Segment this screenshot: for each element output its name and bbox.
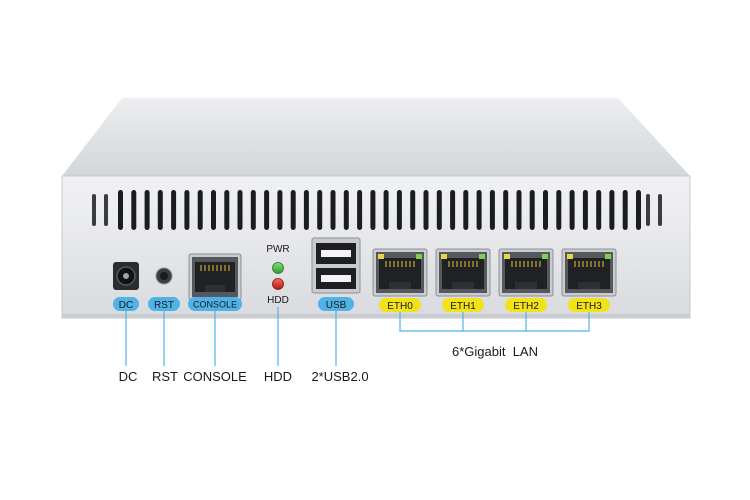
vent-slot (157, 190, 163, 230)
vent-slot (423, 190, 429, 230)
vent-slot-side (92, 194, 96, 226)
eth2-port-icon (498, 248, 554, 297)
pwr-led-icon (272, 262, 284, 274)
eth1-port-icon (435, 248, 491, 297)
vent-slot (556, 190, 562, 230)
vent-slot (250, 190, 256, 230)
callout-hdd: HDD (264, 369, 292, 384)
leader-lines (125, 307, 590, 366)
vent-slot (330, 190, 336, 230)
vent-slot (582, 190, 588, 230)
vent-slot (436, 190, 442, 230)
tag-usb: USB (318, 297, 354, 311)
tag-eth0: ETH0 (379, 298, 421, 312)
vent-slot (370, 190, 376, 230)
dc-jack-icon (113, 262, 139, 290)
vent-slot-side (104, 194, 108, 226)
vent-slot-side (658, 194, 662, 226)
vent-slot (264, 190, 270, 230)
vent-slot (171, 190, 177, 230)
vent-slot (224, 190, 230, 230)
svg-text:ETH2: ETH2 (513, 301, 539, 312)
vent-slot (317, 190, 323, 230)
callout-dc: DC (119, 369, 138, 384)
reset-button-icon[interactable] (155, 267, 173, 285)
vent-slot (197, 190, 203, 230)
vent-slot (277, 190, 283, 230)
vent-slot (118, 190, 123, 230)
vent-slot-side (646, 194, 650, 226)
callout-lan: 6*Gigabit LAN (452, 344, 538, 359)
vent-slot (609, 190, 615, 230)
vent-slot (237, 190, 243, 230)
tag-console: CONSOLE (188, 297, 242, 311)
vent-slot (489, 190, 495, 230)
vent-slot (596, 190, 602, 230)
console-port-icon (188, 253, 242, 301)
hdd-led-icon (272, 278, 284, 290)
eth0-port-icon (372, 248, 428, 297)
front-panel (61, 175, 691, 319)
svg-text:DC: DC (119, 300, 133, 311)
eth3-port-icon (561, 248, 617, 297)
vent-slot (450, 190, 456, 230)
vent-slot (503, 190, 509, 230)
callout-usb: 2*USB2.0 (311, 369, 368, 384)
svg-text:RST: RST (154, 300, 174, 311)
callout-rst: RST (152, 369, 178, 384)
vent-slot (529, 190, 535, 230)
svg-text:ETH1: ETH1 (450, 301, 476, 312)
vent-slot (543, 190, 548, 230)
vent-slot (410, 190, 416, 230)
vent-slot (516, 190, 522, 230)
vent-slot (211, 190, 216, 230)
pwr-led-label: PWR (266, 244, 289, 255)
vent-slot (636, 190, 641, 230)
vent-slot (184, 190, 190, 230)
chassis-top (62, 98, 690, 176)
tag-eth2: ETH2 (505, 298, 547, 312)
vent-slot (622, 190, 628, 230)
vent-slot (357, 190, 363, 230)
svg-text:ETH0: ETH0 (387, 301, 413, 312)
vent-slot (303, 190, 309, 230)
vent-slot (396, 190, 402, 230)
svg-text:CONSOLE: CONSOLE (193, 300, 237, 310)
tag-eth1: ETH1 (442, 298, 484, 312)
vent-slots (92, 190, 662, 230)
callout-console: CONSOLE (183, 369, 247, 384)
tag-eth3: ETH3 (568, 298, 610, 312)
vent-slot (131, 190, 137, 230)
tag-rst: RST (148, 297, 180, 311)
vent-slot (463, 190, 469, 230)
hdd-led-label: HDD (267, 295, 289, 306)
vent-slot (290, 190, 296, 230)
vent-slot (144, 190, 150, 230)
tag-dc: DC (113, 297, 139, 311)
vent-slot (343, 190, 349, 230)
vent-slot (383, 190, 389, 230)
vent-slot (569, 190, 575, 230)
svg-text:USB: USB (326, 300, 347, 311)
svg-text:ETH3: ETH3 (576, 301, 602, 312)
usb-port-icon (311, 237, 361, 294)
vent-slot (476, 190, 482, 230)
